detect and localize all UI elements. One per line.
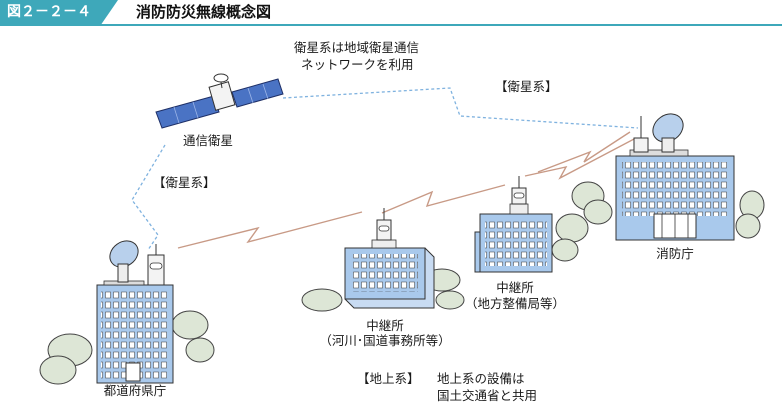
- prefecture-building-icon: [39, 240, 215, 385]
- relay-station-1-icon: [301, 208, 465, 312]
- ground-system-note-line1: 地上系の設備は: [437, 371, 525, 386]
- satellite-links: [131, 87, 639, 251]
- fire-dept-building-icon: [571, 113, 765, 241]
- ground-system-note-line2: 国土交通省と共用: [437, 388, 538, 403]
- title-divider: [0, 24, 782, 26]
- fire-dept-label: 消防庁: [656, 246, 694, 261]
- ground-links: [177, 131, 637, 249]
- prefecture-label: 都道府県庁: [103, 383, 167, 398]
- satellite-network-note-line2: ネットワークを利用: [301, 57, 414, 72]
- satellite-system-label-left: 【衛星系】: [153, 175, 216, 190]
- radio-link-prefecture-relay1: [177, 211, 363, 249]
- satellite-network-note-line1: 衛星系は地域衛星通信: [294, 40, 420, 55]
- radio-link-relay1-relay2: [381, 184, 506, 214]
- satellite-link-fire-dept: [282, 87, 639, 129]
- figure-title: 消防防災無線概念図: [136, 3, 272, 21]
- satellite-system-label-right: 【衛星系】: [495, 79, 558, 94]
- radio-link-relay2-fire-dept: [524, 137, 637, 180]
- satellite-link-prefecture: [131, 144, 166, 251]
- relay-station-1-label: 中継所: [366, 318, 404, 333]
- relay-station-2-icon: [474, 176, 589, 273]
- satellite-icon: [155, 73, 284, 129]
- figure-number-badge: 図２－２－４: [0, 0, 118, 24]
- relay-station-1-sublabel: （河川･国道事務所等）: [319, 333, 451, 348]
- satellite-label: 通信衛星: [183, 133, 234, 148]
- relay-station-2-label: 中継所: [496, 280, 534, 295]
- ground-system-tag: 【地上系】: [357, 371, 420, 386]
- radio-link-relay2-fire-dept-upper: [537, 131, 631, 173]
- relay-station-2-sublabel: （地方整備局等）: [464, 296, 565, 311]
